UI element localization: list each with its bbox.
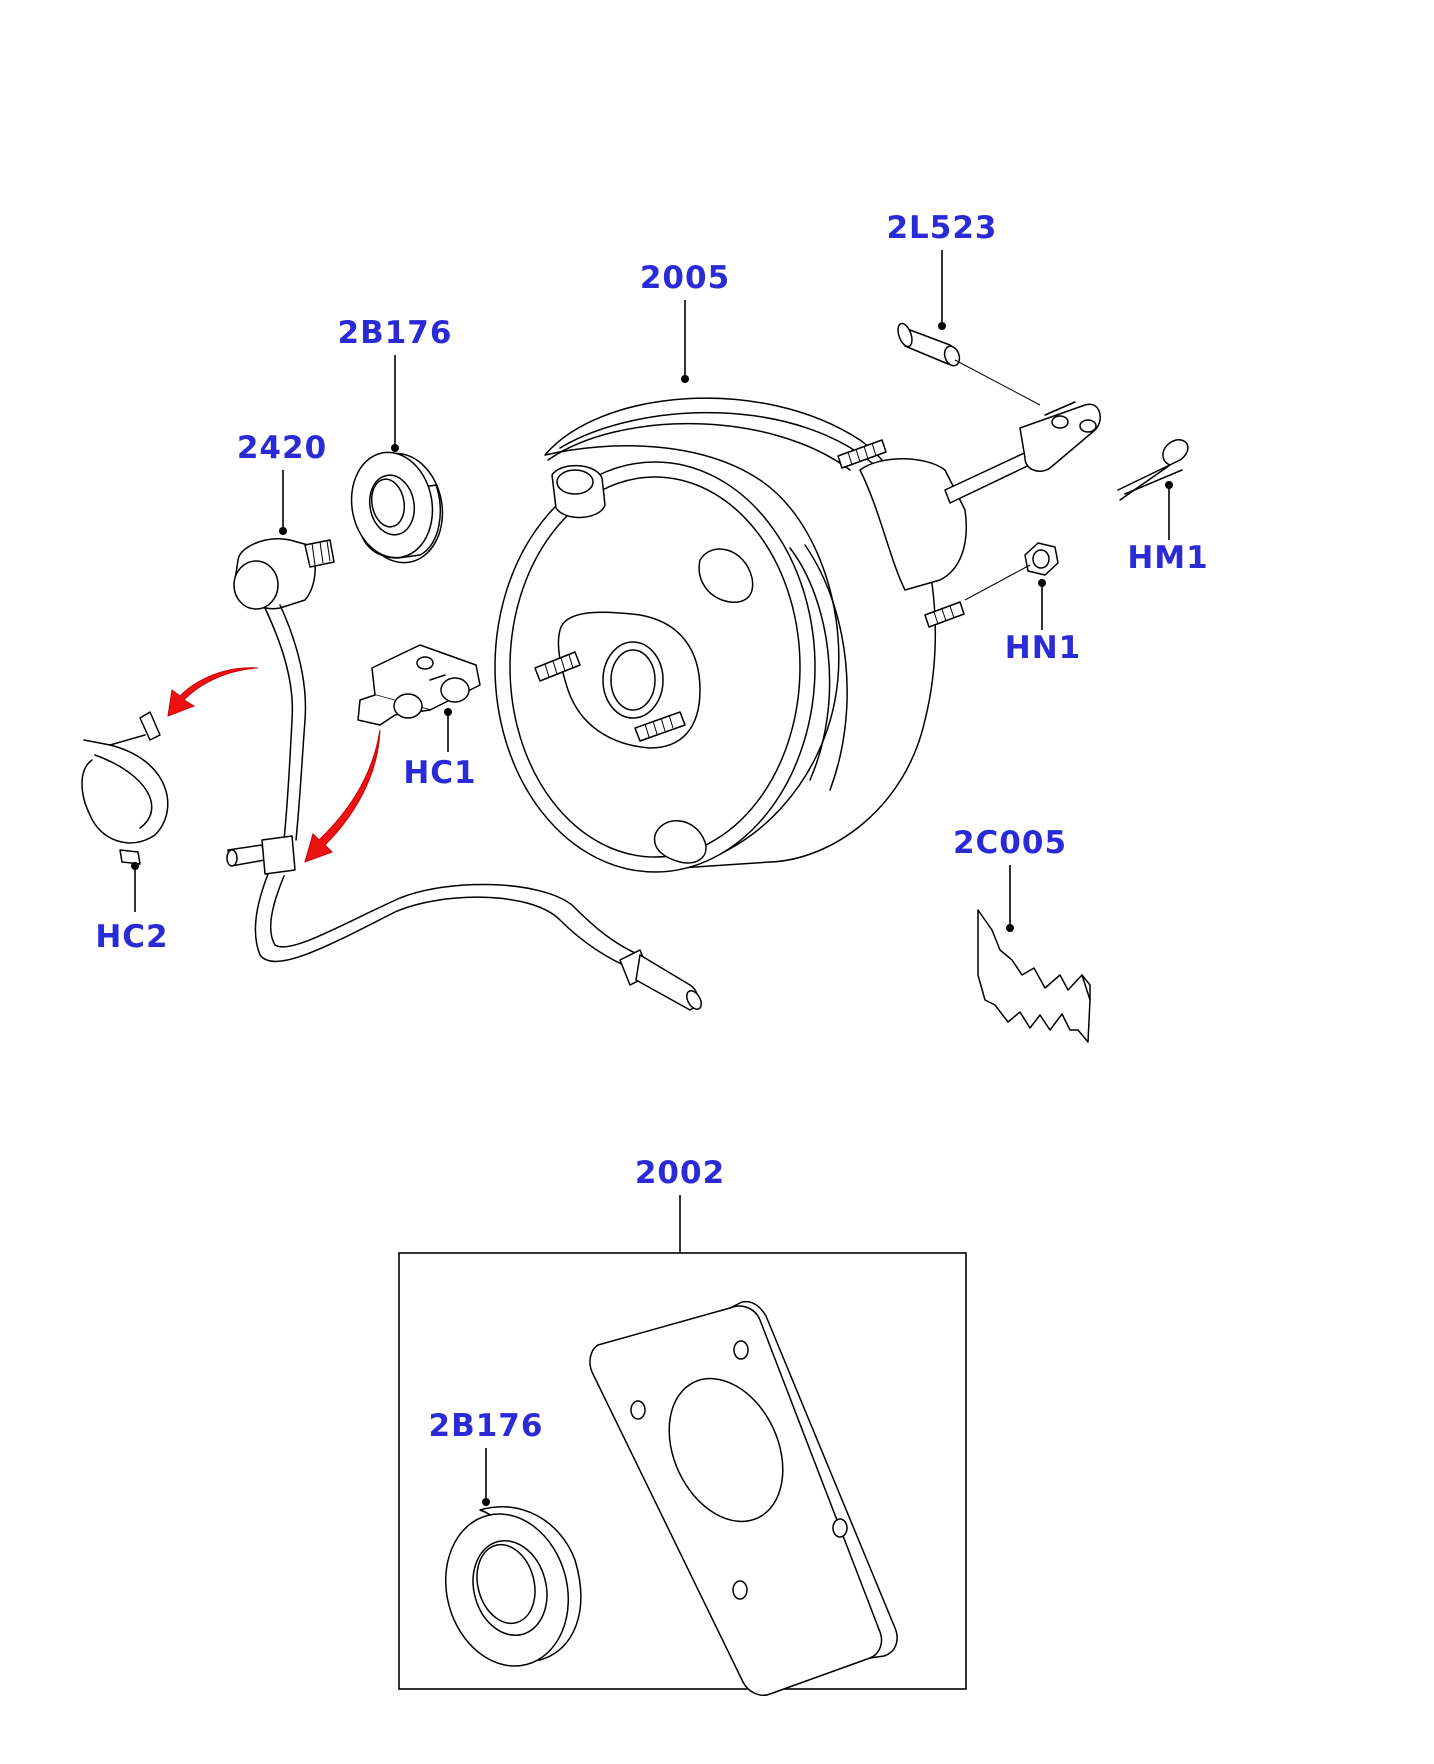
callout-2B176-top: 2B176 (338, 315, 453, 452)
callout-HN1: HN1 (1005, 579, 1081, 666)
callout-2420: 2420 (237, 430, 327, 535)
grommet-kit-part-2B176[interactable] (429, 1500, 585, 1680)
brake-booster-part-2005[interactable] (494, 397, 1101, 873)
label-2005: 2005 (640, 260, 730, 296)
label-HN1: HN1 (1005, 630, 1081, 666)
hairpin-clip-part-HM1[interactable] (1117, 439, 1189, 501)
clevis-pin-part-2L523[interactable] (895, 322, 1041, 406)
label-2L523: 2L523 (886, 210, 997, 246)
seal-part-2C005[interactable] (977, 909, 1091, 1043)
direction-arrow-to-hose (304, 729, 381, 863)
vacuum-hose-part-2420[interactable] (226, 538, 704, 1012)
callout-HC1: HC1 (403, 708, 476, 791)
callout-HM1: HM1 (1127, 481, 1208, 576)
direction-arrow-to-hc2 (167, 667, 259, 717)
callout-2002: 2002 (635, 1155, 725, 1253)
callout-2L523: 2L523 (886, 210, 997, 330)
label-2B176-kit: 2B176 (429, 1408, 544, 1444)
callout-2B176-kit: 2B176 (429, 1408, 544, 1506)
label-2C005: 2C005 (953, 825, 1067, 861)
label-HM1: HM1 (1127, 540, 1208, 576)
callout-HC2: HC2 (95, 862, 168, 955)
clip-part-HC2[interactable] (81, 711, 169, 865)
label-HC2: HC2 (95, 919, 168, 955)
callout-2C005: 2C005 (953, 825, 1067, 932)
grommet-part-2B176[interactable] (343, 446, 451, 570)
callout-2005: 2005 (640, 260, 730, 383)
gasket-plate-part[interactable] (589, 1300, 898, 1696)
kit-box-part-2002[interactable] (398, 1252, 967, 1690)
clip-part-HC1[interactable] (357, 644, 481, 726)
label-2002: 2002 (635, 1155, 725, 1191)
label-2B176-top: 2B176 (338, 315, 453, 351)
label-2420: 2420 (237, 430, 327, 466)
nut-part-HN1[interactable] (964, 542, 1059, 601)
label-HC1: HC1 (403, 755, 476, 791)
